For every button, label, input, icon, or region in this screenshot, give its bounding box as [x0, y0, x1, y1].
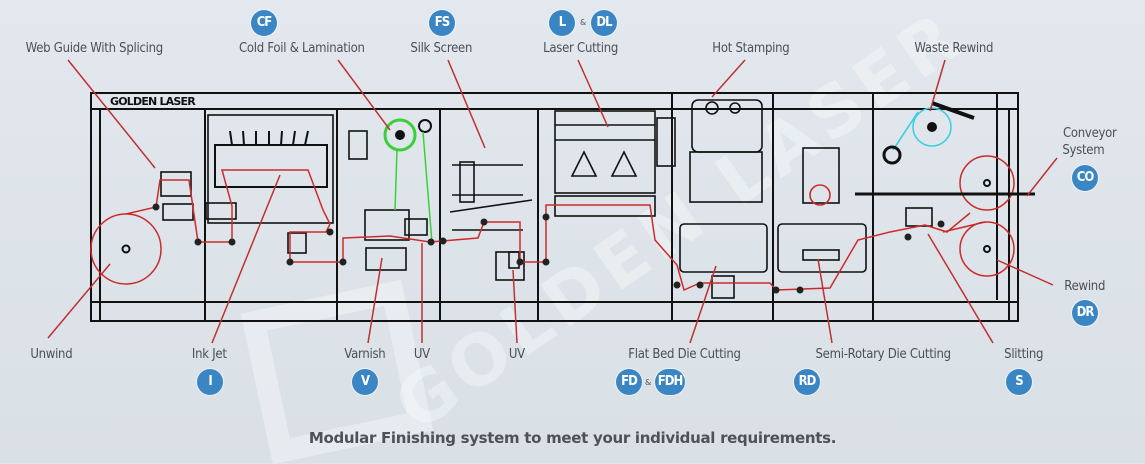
label-uv-1: UV	[413, 347, 430, 362]
brand-logo: GOLDEN LASER	[110, 95, 196, 108]
callout-lines	[47, 59, 1058, 344]
badge-rd: RD	[794, 369, 820, 395]
slitting-top-roll	[959, 155, 1015, 211]
label-conveyor-2: System	[1062, 143, 1105, 158]
label-varnish: Varnish	[344, 347, 386, 362]
badge-fs: FS	[429, 10, 455, 36]
label-ink-jet: Ink Jet	[191, 347, 227, 362]
label-cold-foil: Cold Foil & Lamination	[238, 41, 365, 56]
badge-dl: DL	[591, 10, 617, 36]
label-web-guide: Web Guide With Splicing	[25, 41, 164, 56]
ink-jet-heads	[229, 130, 309, 146]
semi-rotary-unit	[777, 147, 867, 273]
badge-v: V	[352, 369, 378, 395]
rewind-roll	[959, 221, 1015, 277]
badge-co: CO	[1072, 165, 1098, 191]
label-rewind: Rewind	[1064, 279, 1106, 294]
badge-dr: DR	[1072, 300, 1098, 326]
amp-flat-bed: &	[645, 378, 652, 387]
label-unwind: Unwind	[30, 347, 73, 362]
badge-l: L	[549, 10, 575, 36]
cold-foil-roll	[383, 118, 417, 152]
badge-i: I	[197, 369, 223, 395]
badge-s: S	[1006, 369, 1032, 395]
label-laser-cutting: Laser Cutting	[543, 41, 619, 56]
silk-screen-unit	[449, 161, 533, 281]
badge-fd: FD	[616, 369, 642, 395]
label-waste-rewind: Waste Rewind	[914, 41, 994, 56]
idler-rollers	[152, 203, 945, 294]
amp-laser: &	[580, 18, 587, 27]
laser-cutting-unit	[554, 110, 676, 217]
web-guide-unit	[160, 114, 428, 271]
waste-rewind-roll	[912, 107, 952, 147]
label-uv-2: UV	[508, 347, 525, 362]
machine-frame	[90, 92, 1019, 322]
label-silk-screen: Silk Screen	[410, 41, 473, 56]
hot-stamping-unit	[679, 99, 768, 299]
label-conveyor-1: Conveyor	[1062, 126, 1117, 141]
footer-tagline: Modular Finishing system to meet your in…	[308, 429, 837, 447]
badge-fdh: FDH	[655, 369, 685, 395]
label-semi-rotary: Semi-Rotary Die Cutting	[815, 347, 952, 362]
label-hot-stamping: Hot Stamping	[712, 41, 790, 56]
label-flat-bed: Flat Bed Die Cutting	[628, 347, 741, 362]
label-slitting: Slitting	[1004, 347, 1044, 362]
badge-cf: CF	[251, 10, 277, 36]
